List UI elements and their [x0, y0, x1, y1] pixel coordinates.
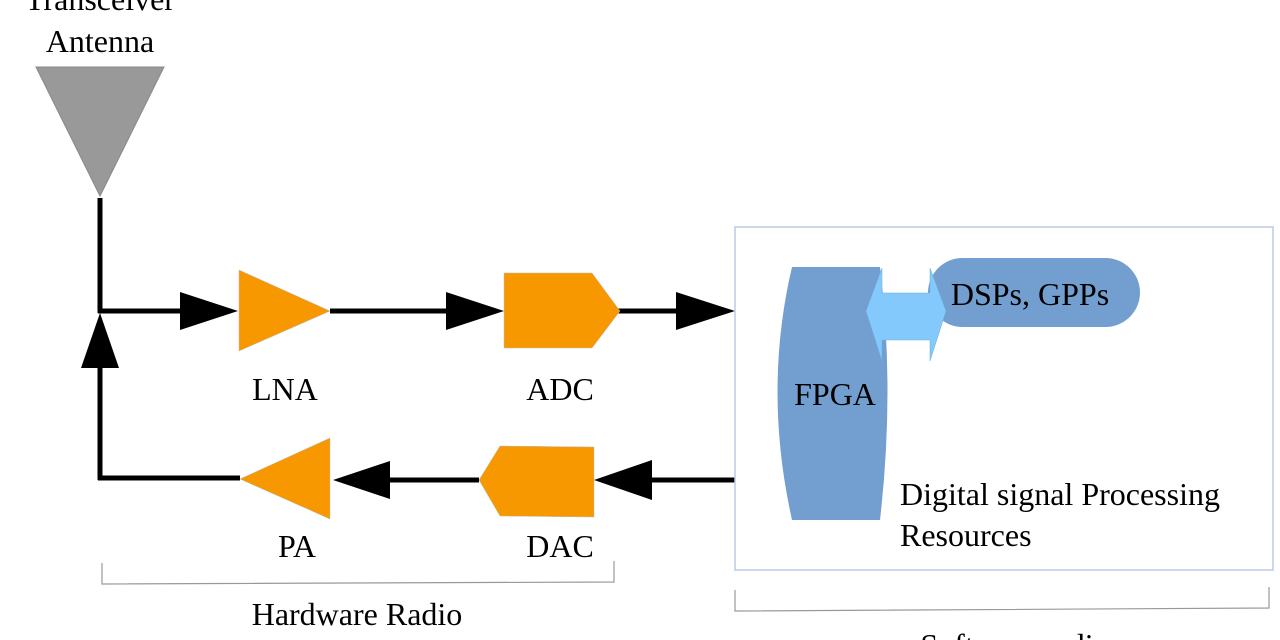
antenna-icon: [35, 66, 165, 198]
adc-label: ADC: [526, 371, 594, 407]
arrow-to-software: [676, 292, 735, 330]
antenna-label-line1: Transceiver: [25, 0, 175, 17]
lna-label: LNA: [252, 371, 318, 407]
arrow-to-lna: [180, 292, 238, 330]
dsps-block: [928, 258, 1140, 327]
hardware-bracket: [101, 561, 615, 585]
software-box: [734, 226, 1274, 571]
receive-path: [97, 198, 735, 330]
arrow-to-pa: [333, 461, 390, 499]
software-radio-label: Software radio: [920, 627, 1109, 640]
bidirectional-arrow-icon: [865, 267, 947, 362]
arrow-to-adc: [446, 292, 504, 330]
dsp-resources-line1: Digital signal Processing: [900, 476, 1220, 512]
dac-label: DAC: [526, 528, 594, 564]
fpga-label: FPGA: [794, 376, 876, 412]
adc-block: [503, 272, 621, 349]
software-bracket: [734, 587, 1270, 612]
lna-block: [238, 269, 331, 352]
arrow-to-antenna: [81, 313, 119, 368]
transmit-path: [81, 313, 735, 500]
dsps-label: DSPs, GPPs: [951, 276, 1109, 312]
dsp-resources-line2: Resources: [900, 517, 1032, 553]
pa-label: PA: [278, 528, 316, 564]
pa-block: [239, 437, 331, 520]
fpga-block: [777, 267, 888, 520]
antenna-label-line2: Antenna: [46, 23, 154, 59]
dac-block: [478, 445, 595, 518]
hardware-radio-label: Hardware Radio: [252, 596, 463, 632]
arrow-to-dac: [594, 460, 652, 500]
